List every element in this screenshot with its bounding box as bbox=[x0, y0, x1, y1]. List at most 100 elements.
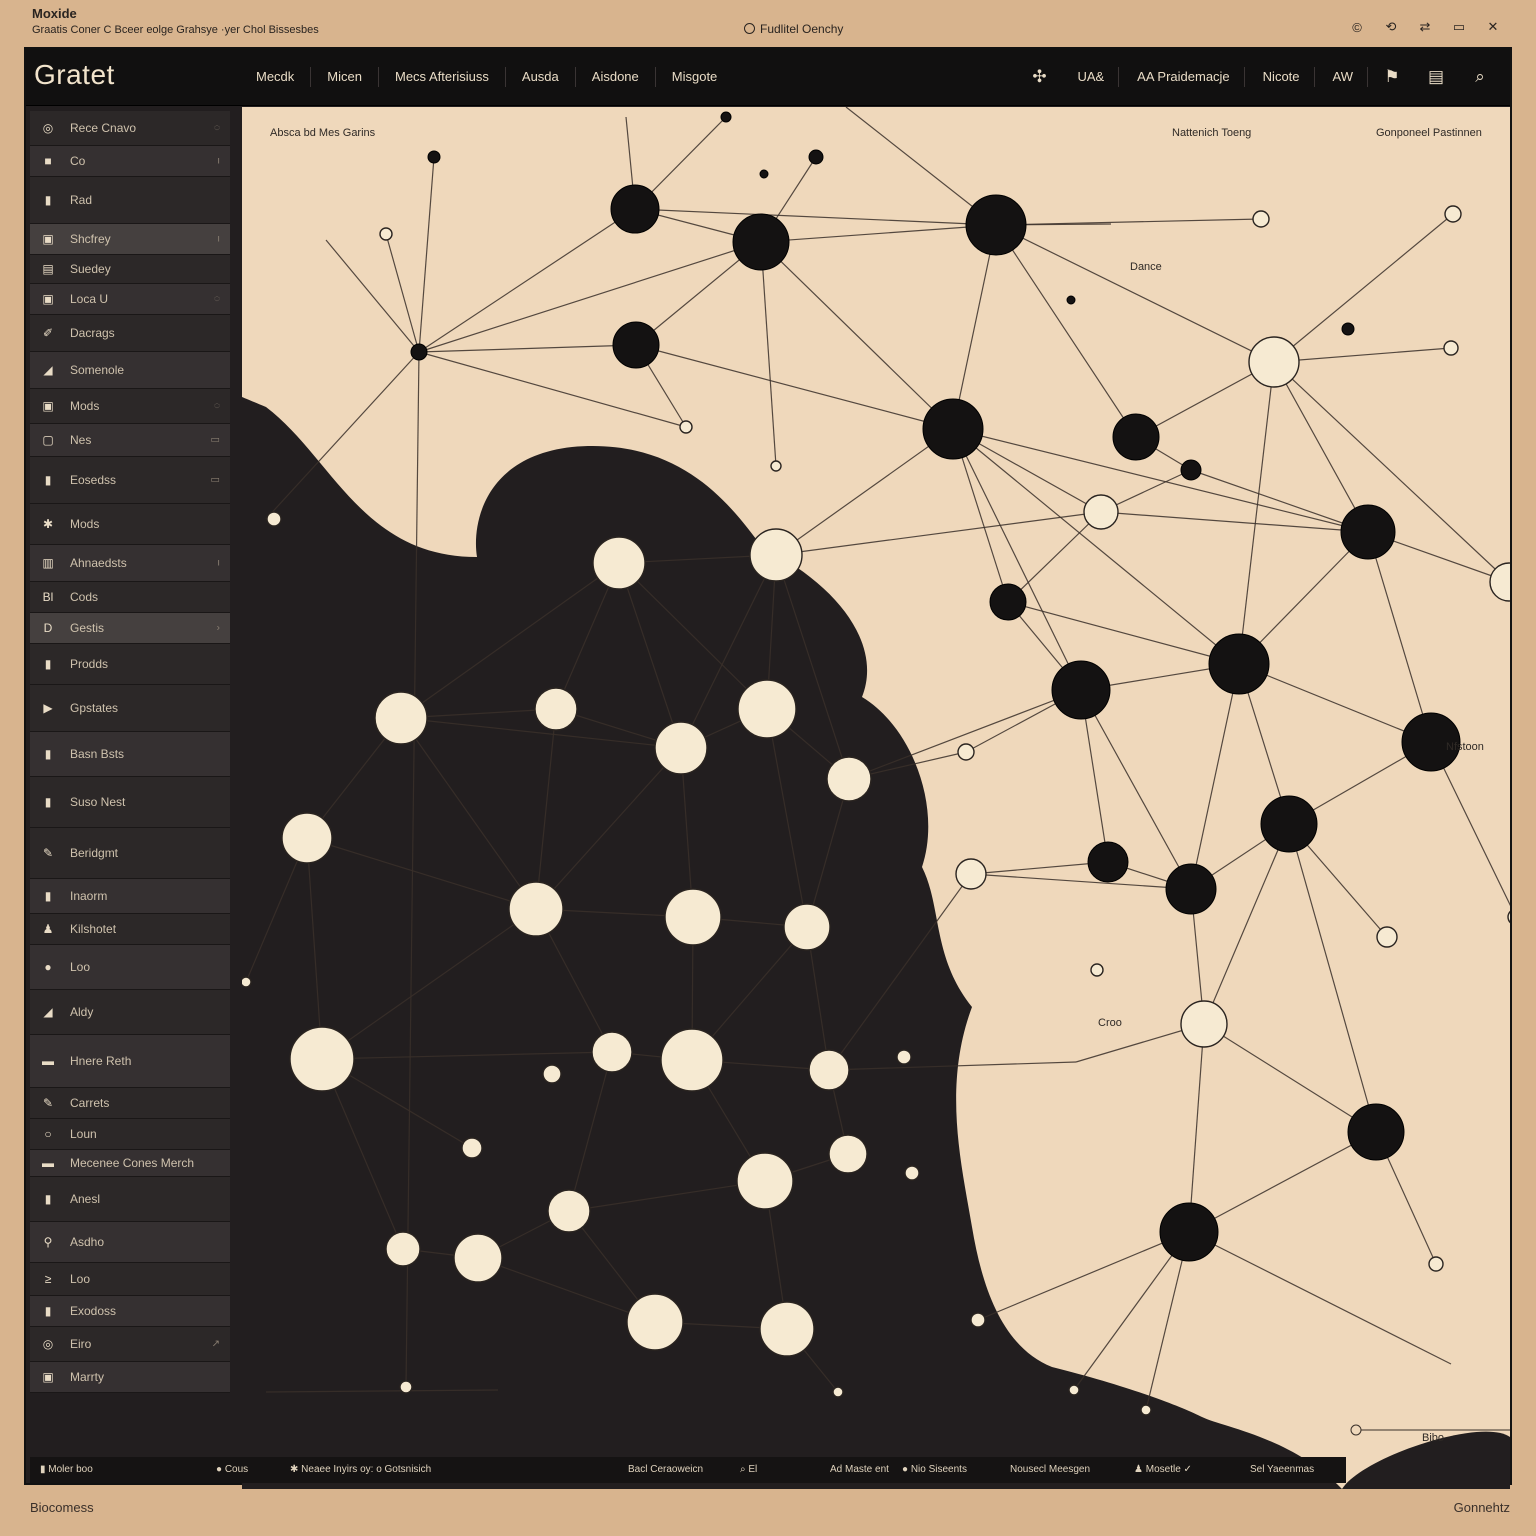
status-item[interactable]: ✱ Neaee Inyirs oy: o Gotsnisich bbox=[290, 1464, 432, 1475]
sidebar-item-indicator-icon[interactable]: ◌ bbox=[214, 122, 220, 134]
nav-item[interactable]: Mecs Afterisiuss bbox=[379, 67, 506, 87]
graph-node-light bbox=[379, 227, 393, 241]
nav-item[interactable]: Micen bbox=[311, 67, 379, 87]
sidebar-item-indicator-icon[interactable]: ▭ bbox=[210, 474, 220, 486]
sidebar-item[interactable]: ▣Marrty bbox=[30, 1362, 230, 1393]
graph-edge bbox=[952, 224, 997, 430]
sidebar-item-label: Nes bbox=[70, 433, 92, 447]
nav-item[interactable]: Ausda bbox=[506, 67, 576, 87]
sidebar-item[interactable]: ▮Prodds bbox=[30, 644, 230, 685]
sidebar-item-indicator-icon[interactable]: ı bbox=[217, 155, 220, 167]
nav-item[interactable]: Misgote bbox=[671, 69, 718, 84]
sidebar-item[interactable]: ✱Mods bbox=[30, 504, 230, 545]
sidebar-item[interactable]: ✐Dacrags bbox=[30, 315, 230, 352]
search-icon[interactable]: ⌕ bbox=[1475, 67, 1485, 86]
graph-node-light bbox=[1443, 340, 1459, 356]
graph-edge bbox=[325, 239, 420, 353]
close-icon[interactable]: ✕ bbox=[1487, 19, 1499, 34]
flag-icon[interactable]: ⚑ bbox=[1384, 67, 1400, 86]
app-frame: Gratet Mecdk Micen Mecs Afterisiuss Ausd… bbox=[24, 47, 1512, 1489]
nav-item[interactable]: Mecdk bbox=[240, 67, 312, 87]
sidebar-item[interactable]: ▬Mecenee Cones Merch bbox=[30, 1150, 230, 1177]
sidebar-item-indicator-icon[interactable]: ◌ bbox=[214, 293, 220, 305]
graph-edge bbox=[1190, 663, 1240, 890]
nav-item[interactable]: Aisdone bbox=[576, 67, 656, 87]
action-item[interactable]: AA Praidemacje bbox=[1123, 67, 1245, 87]
graph-edge bbox=[418, 344, 637, 353]
network-graph[interactable] bbox=[242, 107, 1510, 1489]
sidebar-item[interactable]: ≥Loo bbox=[30, 1263, 230, 1296]
status-item[interactable]: Ad Maste ent bbox=[830, 1464, 889, 1475]
refresh-icon[interactable]: ⟲ bbox=[1385, 19, 1397, 34]
status-item[interactable]: ● Nio Siseents bbox=[902, 1464, 967, 1475]
action-item[interactable]: Nicote bbox=[1249, 67, 1315, 87]
sidebar-item[interactable]: ✎Carrets bbox=[30, 1088, 230, 1119]
status-item[interactable]: ▮ Moler boo bbox=[40, 1464, 93, 1475]
graph-canvas[interactable]: Absca bd Mes Garins Nattenich Toeng Gonp… bbox=[242, 107, 1510, 1489]
status-item[interactable]: ⌕ El bbox=[740, 1464, 758, 1475]
swap-icon[interactable]: ⇄ bbox=[1419, 19, 1431, 34]
graph-node-light bbox=[626, 1293, 684, 1351]
sidebar-item-indicator-icon[interactable]: ▭ bbox=[210, 434, 220, 446]
sidebar-item[interactable]: ▢Nes▭ bbox=[30, 424, 230, 457]
sidebar-item-label: Rad bbox=[70, 193, 93, 207]
sidebar-item-indicator-icon[interactable]: ı bbox=[217, 233, 220, 245]
graph-node-dark bbox=[965, 194, 1027, 256]
sidebar-item-label: Loo bbox=[70, 960, 91, 974]
status-item[interactable]: Sel Yaeenmas bbox=[1250, 1464, 1315, 1475]
sidebar-item-indicator-icon[interactable]: ↗ bbox=[211, 1338, 220, 1350]
action-item[interactable]: AW bbox=[1319, 67, 1368, 87]
sidebar-item[interactable]: ▮Eosedss▭ bbox=[30, 457, 230, 504]
sidebar-item-indicator-icon[interactable]: ı bbox=[217, 557, 220, 569]
graph-node-light bbox=[534, 687, 578, 731]
maximize-icon[interactable]: ▭ bbox=[1452, 19, 1466, 34]
status-item[interactable]: Bacl Ceraoweicn bbox=[628, 1464, 704, 1475]
sidebar-item[interactable]: ▮Anesl bbox=[30, 1177, 230, 1222]
graph-edge bbox=[418, 208, 636, 353]
graph-node-light bbox=[759, 1301, 815, 1357]
sidebar-item[interactable]: ▮Exodoss bbox=[30, 1296, 230, 1327]
info-icon[interactable]: © bbox=[1352, 19, 1362, 35]
sidebar-item[interactable]: ○Loun bbox=[30, 1119, 230, 1150]
graph-node-light bbox=[461, 1137, 483, 1159]
brand-logo[interactable]: Gratet bbox=[34, 59, 115, 90]
sidebar-item[interactable]: ▬Hnere Reth bbox=[30, 1035, 230, 1088]
sidebar-item[interactable]: ◢Somenole bbox=[30, 352, 230, 389]
sidebar-item[interactable]: ▣Mods◌ bbox=[30, 389, 230, 424]
sidebar-item[interactable]: ▤Suedey bbox=[30, 255, 230, 284]
sidebar-item[interactable]: ♟Kilshotet bbox=[30, 914, 230, 945]
canvas-label: Bibo bbox=[1422, 1432, 1445, 1444]
sidebar-item[interactable]: ▮Suso Nest bbox=[30, 777, 230, 828]
graph-edge bbox=[1273, 347, 1452, 363]
sidebar-item[interactable]: ▣Loca U◌ bbox=[30, 284, 230, 315]
sidebar-item[interactable]: ▮Inaorm bbox=[30, 879, 230, 914]
sidebar-item[interactable]: ▶Gpstates bbox=[30, 685, 230, 732]
graph-node-light bbox=[266, 511, 282, 527]
sidebar-item-indicator-icon[interactable]: ◌ bbox=[214, 400, 220, 412]
grid-icon[interactable]: ▤ bbox=[1427, 67, 1445, 86]
network-icon[interactable]: ✣ bbox=[1032, 67, 1047, 86]
status-item[interactable]: ♟ Mosetle ✓ bbox=[1134, 1464, 1192, 1475]
sidebar-item-indicator-icon[interactable]: › bbox=[216, 622, 220, 634]
sidebar-item[interactable]: ◎Eiro↗ bbox=[30, 1327, 230, 1362]
graph-edge bbox=[952, 428, 1240, 665]
sidebar-item[interactable]: ◢Aldy bbox=[30, 990, 230, 1035]
sidebar-item[interactable]: ▮Basn Bsts bbox=[30, 732, 230, 777]
sidebar-item[interactable]: ◎Rece Cnavo◌ bbox=[30, 111, 230, 146]
sidebar-item-icon: ▮ bbox=[44, 889, 52, 903]
action-item[interactable]: UA& bbox=[1063, 67, 1120, 87]
graph-node-dark bbox=[989, 583, 1027, 621]
sidebar-item[interactable]: ●Loo bbox=[30, 945, 230, 990]
graph-edge bbox=[970, 861, 1109, 875]
sidebar-item[interactable]: ▮Rad bbox=[30, 177, 230, 224]
sidebar-item[interactable]: ✎Beridgmt bbox=[30, 828, 230, 879]
status-item[interactable]: ● Cous bbox=[216, 1464, 249, 1475]
canvas-label: Nattenich Toeng bbox=[1172, 127, 1252, 139]
sidebar-item[interactable]: ⚲Asdho bbox=[30, 1222, 230, 1263]
status-item[interactable]: Nousecl Meesgen bbox=[1010, 1464, 1091, 1475]
